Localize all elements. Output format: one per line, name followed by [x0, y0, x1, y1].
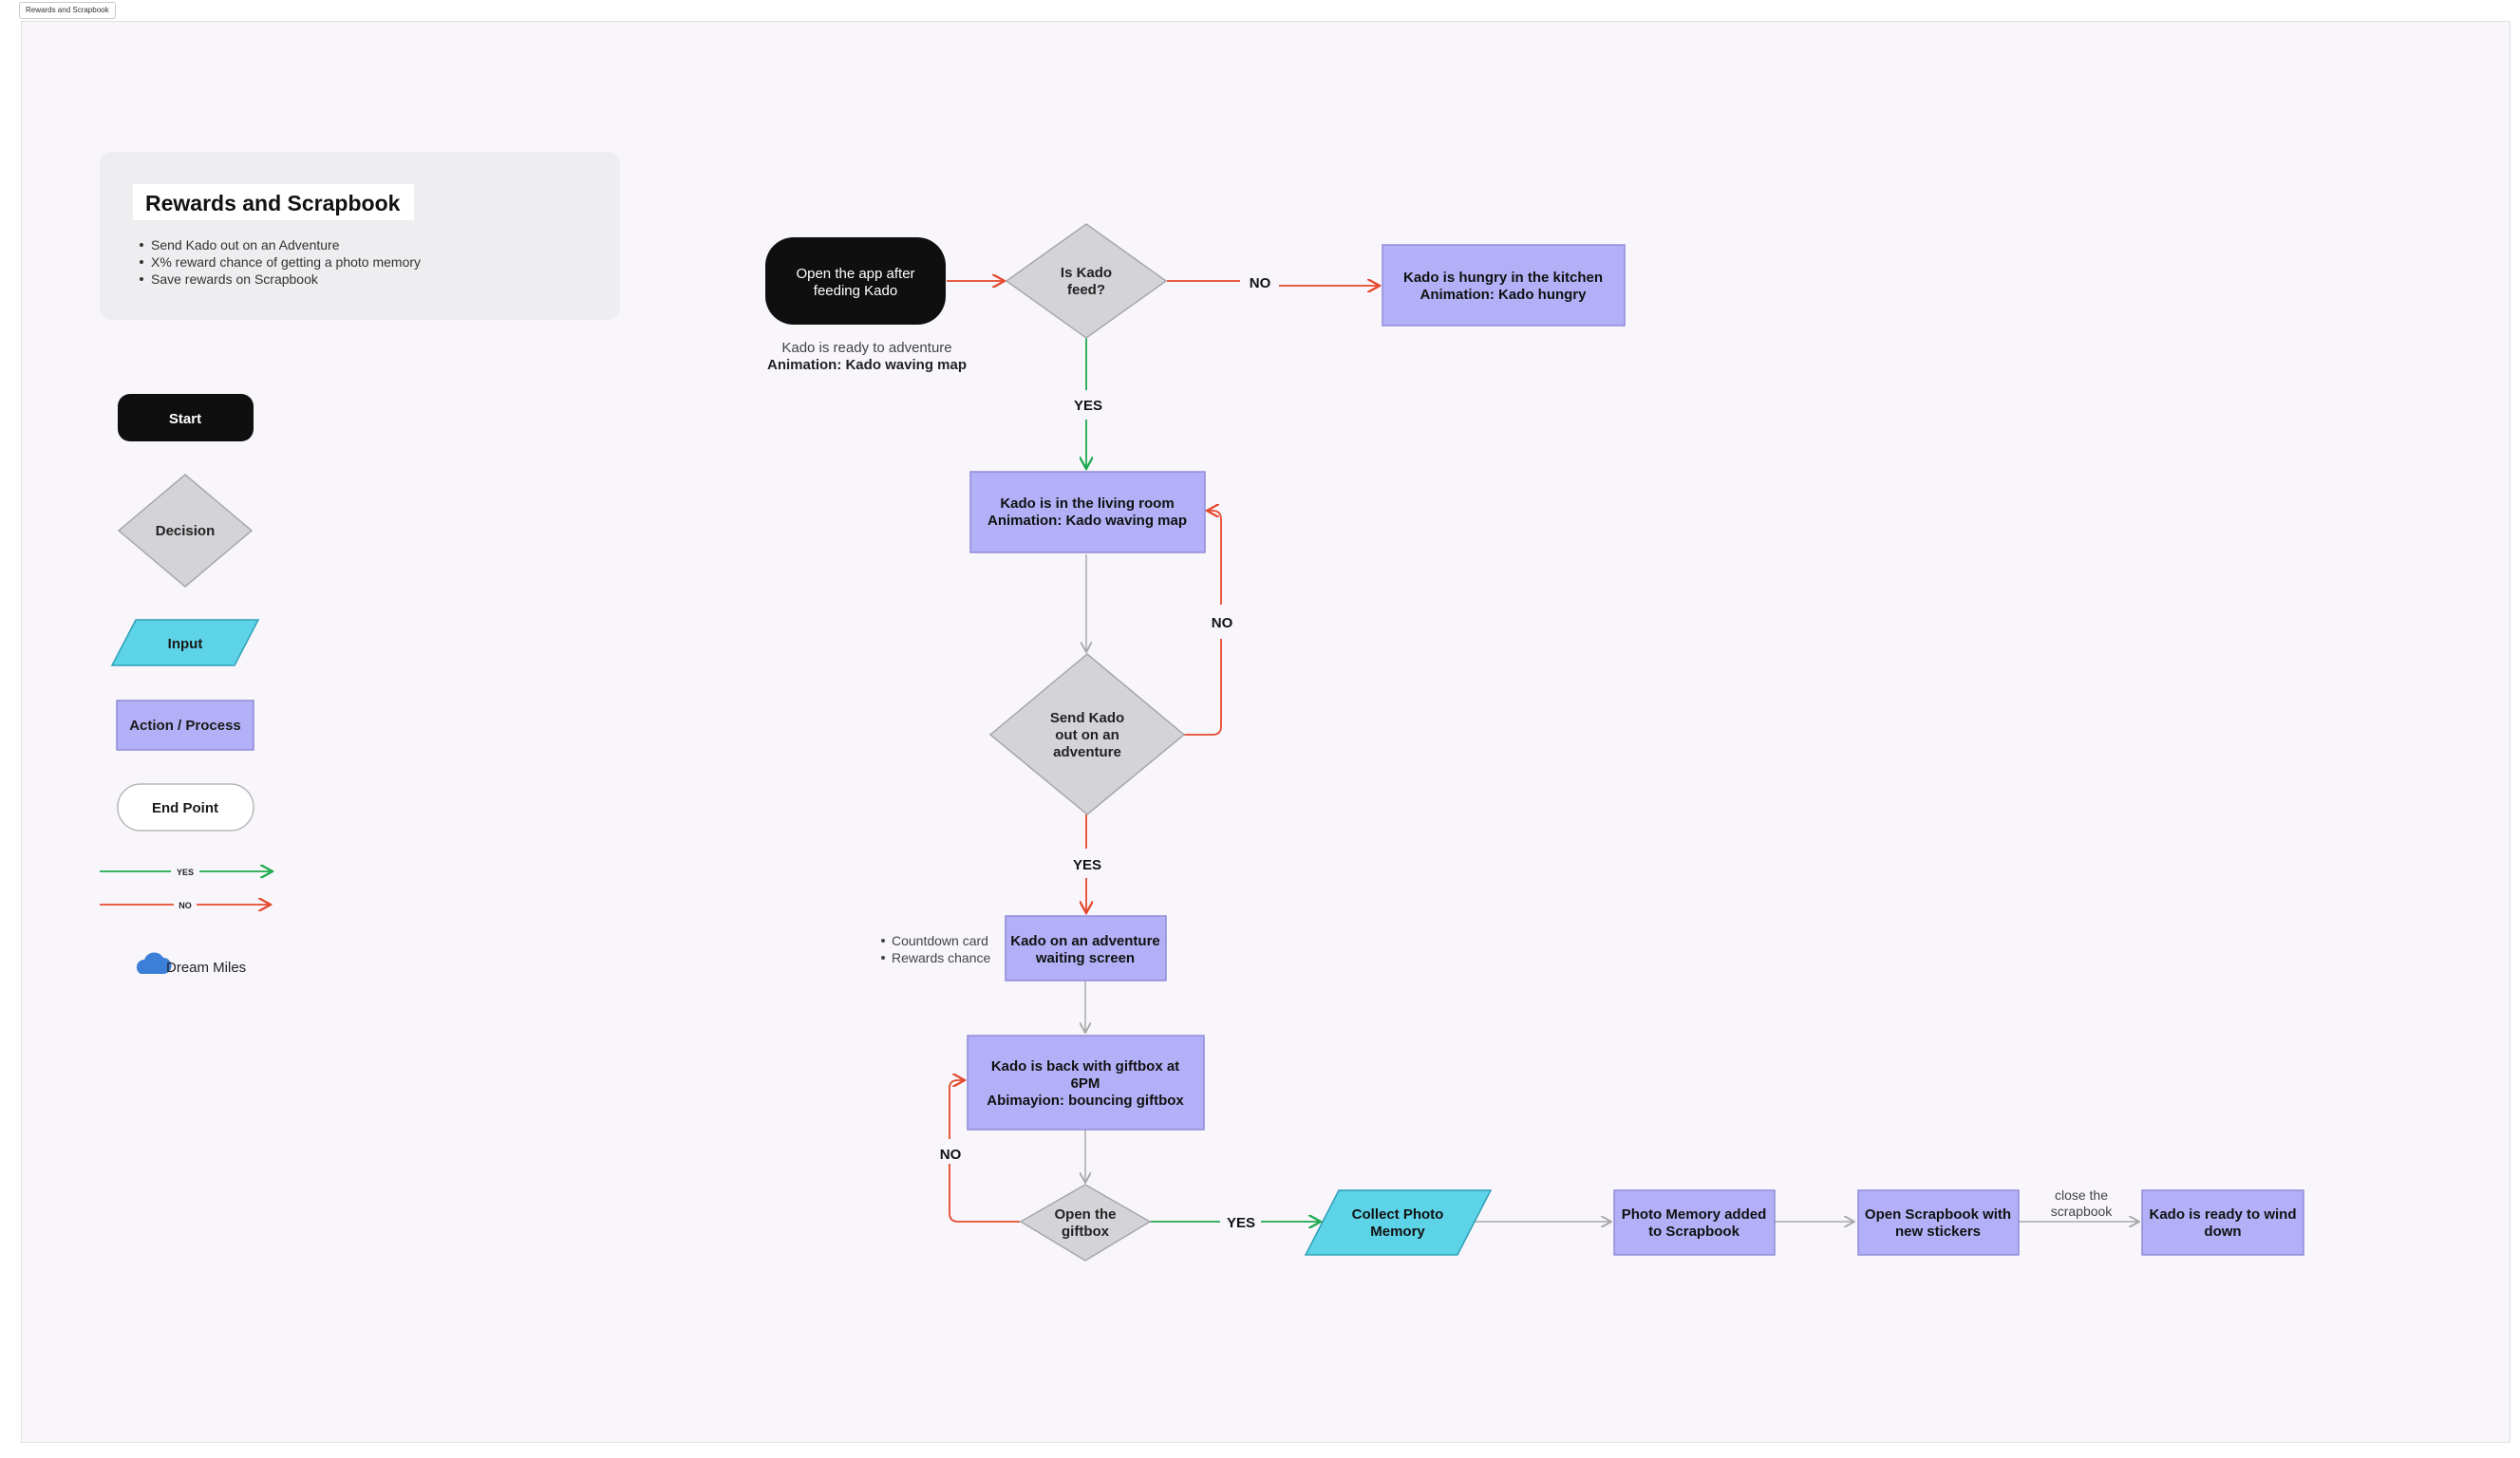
decision-fed-line: Is Kado	[1061, 265, 1112, 281]
decision-giftbox-line: giftbox	[1062, 1224, 1110, 1240]
action-adventure-waiting[interactable]: Kado on an adventure waiting screen	[1005, 915, 1167, 981]
action-ready-wind-down[interactable]: Kado is ready to wind down	[2141, 1189, 2304, 1256]
intro-title-box	[133, 184, 414, 220]
back-line: 6PM	[1071, 1075, 1100, 1092]
label-no-send: NO	[1212, 615, 1233, 631]
label-no-giftbox: NO	[940, 1147, 962, 1163]
dream-miles-brand: Dream Miles	[136, 952, 246, 976]
hungry-line: Kado is hungry in the kitchen	[1403, 270, 1603, 286]
open-scrapbook-line: new stickers	[1895, 1224, 1981, 1240]
legend-action-label: Action / Process	[129, 718, 241, 734]
photo-added-line: to Scrapbook	[1648, 1224, 1740, 1240]
connectors	[947, 281, 2139, 1222]
legend-end-point[interactable]: End Point	[117, 783, 254, 832]
decision-giftbox-line: Open the	[1054, 1206, 1116, 1223]
arrow-no-back-b	[1207, 511, 1222, 605]
legend-decision-label: Decision	[156, 523, 216, 539]
collect-line: Collect Photo	[1352, 1206, 1444, 1223]
waiting-note: Rewards chance	[892, 950, 990, 965]
hungry-line: Animation: Kado hungry	[1420, 287, 1588, 303]
waiting-line: Kado on an adventure	[1010, 933, 1160, 949]
action-open-scrapbook[interactable]: Open Scrapbook with new stickers	[1857, 1189, 2020, 1256]
decision-send-line: adventure	[1053, 744, 1121, 760]
flow-start[interactable]: Open the app after feeding Kado	[765, 237, 946, 325]
legend-input[interactable]: Input	[110, 619, 260, 666]
legend-start[interactable]: Start	[118, 394, 254, 441]
intro-bullet: Save rewards on Scrapbook	[151, 271, 319, 287]
action-hungry-kitchen[interactable]: Kado is hungry in the kitchen Animation:…	[1382, 244, 1626, 327]
flow-start-line: Open the app after	[796, 266, 914, 282]
close-label-line: close the	[2055, 1187, 2108, 1203]
decision-send-line: Send Kado	[1050, 710, 1124, 726]
waiting-note: Countdown card	[892, 933, 988, 948]
legend-decision[interactable]: Decision	[117, 474, 254, 588]
decision-is-kado-fed[interactable]: Is Kado feed?	[1005, 223, 1168, 339]
living-room-line: Animation: Kado waving map	[987, 513, 1187, 529]
action-living-room[interactable]: Kado is in the living room Animation: Ka…	[969, 471, 1206, 553]
intro-card-bg	[100, 152, 620, 320]
close-scrapbook-label: close the scrapbook	[2051, 1187, 2114, 1219]
arrow-no-back-a	[1184, 639, 1222, 736]
living-room-line: Kado is in the living room	[1000, 495, 1174, 512]
wind-down-line: Kado is ready to wind	[2149, 1206, 2296, 1223]
back-line: Abimayion: bouncing giftbox	[987, 1093, 1184, 1109]
intro-bullet: X% reward chance of getting a photo memo…	[151, 254, 421, 270]
action-photo-added[interactable]: Photo Memory added to Scrapbook	[1613, 1189, 1776, 1256]
legend-end-label: End Point	[152, 800, 218, 816]
legend-action[interactable]: Action / Process	[116, 700, 254, 751]
close-label-line: scrapbook	[2051, 1204, 2114, 1219]
legend: Start Decision Input Action / Process En…	[100, 394, 273, 976]
decision-send-adventure[interactable]: Send Kado out on an adventure	[988, 653, 1186, 815]
brand-name: Dream Miles	[166, 960, 246, 976]
action-back-with-giftbox[interactable]: Kado is back with giftbox at 6PM Abimayi…	[967, 1035, 1205, 1131]
intro-card: Rewards and Scrapbook Send Kado out on a…	[100, 152, 620, 320]
start-note-bold: Animation: Kado waving map	[767, 357, 967, 373]
wind-down-line: down	[2204, 1224, 2241, 1240]
legend-no-label: NO	[179, 901, 192, 910]
legend-yes-arrow: YES	[100, 868, 273, 877]
label-yes-fed: YES	[1074, 398, 1102, 414]
photo-added-line: Photo Memory added	[1622, 1206, 1767, 1223]
start-note: Kado is ready to adventure Animation: Ka…	[767, 340, 967, 373]
arrow-no-giftbox-a	[949, 1164, 1020, 1223]
label-yes-giftbox: YES	[1227, 1215, 1255, 1231]
start-note-text: Kado is ready to adventure	[781, 340, 951, 356]
input-collect-photo[interactable]: Collect Photo Memory	[1304, 1189, 1493, 1256]
intro-bullet: Send Kado out on an Adventure	[151, 237, 340, 252]
legend-input-label: Input	[168, 636, 203, 652]
collect-line: Memory	[1370, 1224, 1425, 1240]
open-scrapbook-line: Open Scrapbook with	[1865, 1206, 2011, 1223]
waiting-notes: Countdown card Rewards chance	[881, 933, 990, 965]
label-no-fed: NO	[1250, 275, 1271, 291]
back-line: Kado is back with giftbox at	[991, 1058, 1179, 1075]
frame-tab[interactable]: Rewards and Scrapbook	[19, 2, 116, 19]
label-yes-send: YES	[1073, 857, 1101, 873]
intro-bullet-list: Send Kado out on an Adventure X% reward …	[140, 237, 421, 287]
cloud-icon	[136, 952, 172, 974]
legend-no-arrow: NO	[100, 901, 271, 910]
decision-send-line: out on an	[1055, 727, 1119, 743]
legend-start-label: Start	[169, 411, 201, 427]
arrow-no-giftbox-b	[949, 1080, 965, 1139]
waiting-line: waiting screen	[1035, 950, 1135, 966]
legend-yes-label: YES	[177, 868, 194, 877]
flow-start-line: feeding Kado	[814, 283, 897, 299]
intro-title: Rewards and Scrapbook	[145, 191, 401, 215]
decision-open-giftbox[interactable]: Open the giftbox	[1019, 1184, 1152, 1262]
decision-fed-line: feed?	[1067, 282, 1105, 298]
